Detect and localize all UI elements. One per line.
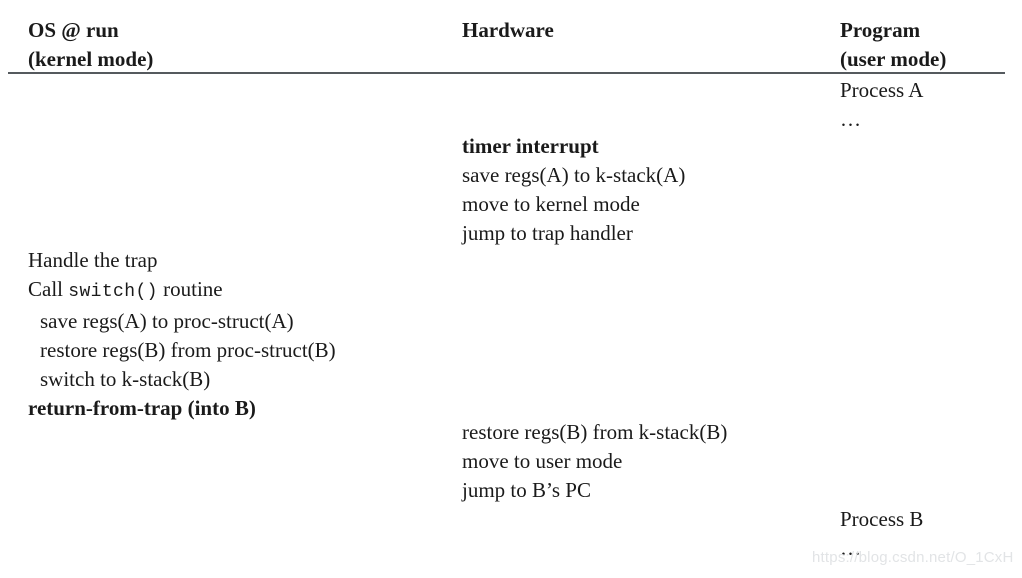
column-header-program: Program (user mode) — [840, 18, 947, 71]
column-program: Program (user mode) — [840, 0, 1022, 578]
return-from-trap-label: return-from-trap (into B) — [28, 396, 256, 420]
process-a-label: Process A — [840, 78, 924, 102]
switch-routine-code: switch() — [68, 282, 158, 302]
process-a-ellipsis: … — [840, 107, 862, 131]
hardware-top-block: timer interrupt save regs(A) to k-stack(… — [462, 132, 685, 248]
program-column-top: Process A … — [840, 0, 1022, 578]
hardware-column-bottom: restore regs(B) from k-stack(B) move to … — [462, 0, 837, 578]
column-hardware: Hardware — [462, 0, 837, 578]
os-call-suffix: routine — [157, 277, 223, 301]
column-header-os: OS @ run (kernel mode) — [28, 18, 154, 71]
program-column-bottom: Process B … — [840, 0, 1022, 578]
os-call-prefix: Call — [28, 277, 69, 301]
process-b-label: Process B — [840, 507, 924, 531]
os-save-regs-line: save regs(A) to proc-struct(A) — [40, 309, 294, 333]
hardware-bottom-block: restore regs(B) from k-stack(B) move to … — [462, 418, 727, 505]
hardware-top-line-2: move to kernel mode — [462, 192, 640, 216]
os-restore-regs-line: restore regs(B) from proc-struct(B) — [40, 338, 336, 362]
hardware-top-line-1: save regs(A) to k-stack(A) — [462, 163, 686, 187]
hardware-bottom-line-2: move to user mode — [462, 449, 623, 473]
column-header-hardware: Hardware — [462, 18, 554, 42]
hardware-bottom-line-1: restore regs(B) from k-stack(B) — [462, 420, 728, 444]
hardware-top-line-3: jump to trap handler — [462, 221, 633, 245]
csdn-watermark: https://blog.csdn.net/O_1CxH — [812, 549, 1014, 566]
column-os: OS @ run (kernel mode) — [28, 0, 458, 578]
hardware-column-top: timer interrupt save regs(A) to k-stack(… — [462, 0, 837, 578]
timer-interrupt-label: timer interrupt — [462, 134, 599, 158]
os-switch-kstack-line: switch to k-stack(B) — [40, 367, 211, 391]
os-main-block: Handle the trap Call switch() routine sa… — [28, 246, 336, 423]
process-b-block: Process B … — [840, 505, 923, 563]
process-b-ellipsis: … — [840, 536, 862, 560]
hardware-bottom-line-3: jump to B’s PC — [462, 478, 591, 502]
header-divider-rule — [8, 72, 1005, 74]
os-handle-trap-line: Handle the trap — [28, 248, 158, 272]
os-call-switch-line: Call switch() routine — [28, 275, 336, 307]
os-column-main: Handle the trap Call switch() routine sa… — [28, 0, 458, 578]
process-a-block: Process A … — [840, 76, 923, 134]
